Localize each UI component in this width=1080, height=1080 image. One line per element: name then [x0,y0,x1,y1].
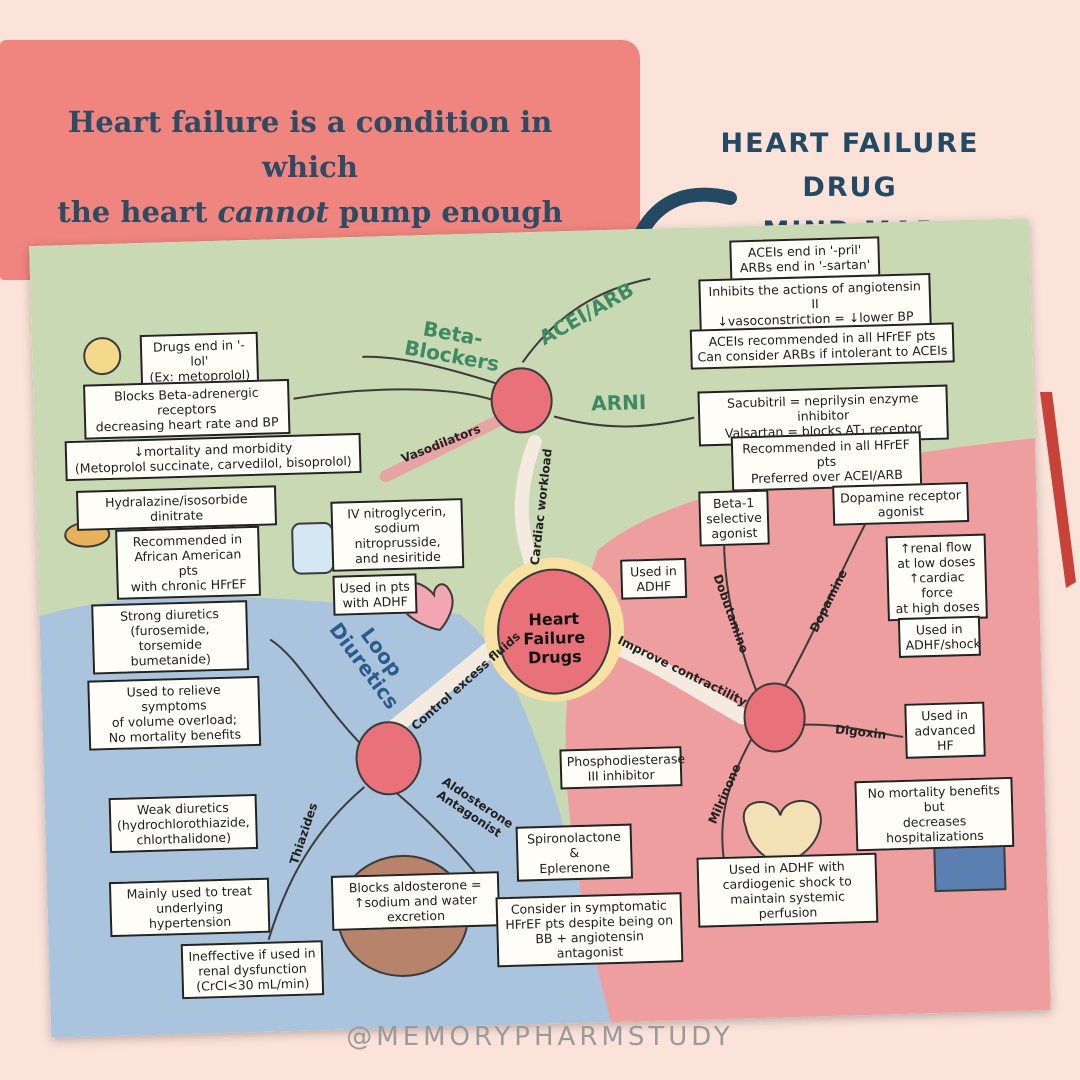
box-loop-use: Used to relieve symptoms of volume overl… [87,675,262,751]
box-thiazide-renal: Ineffective if used in renal dysfunction… [180,940,325,1000]
box-aldosterone-drugs: Spironolactone & Eplerenone [515,823,634,882]
box-digoxin-mortality: No mortality benefits but decreases hosp… [854,776,1015,852]
box-dopamine-dose: ↑renal flow at low doses ↑cardiac force … [885,533,988,622]
box-acei-recommendation: ACEIs recommended in all HFrEF pts Can c… [689,322,955,370]
heart-character-icon [355,721,422,796]
box-dopamine-use: Used in ADHF/shock [897,615,981,658]
center-label: Heart Failure Drugs [506,608,604,668]
branch-arni: ARNI [590,389,647,416]
box-iv-vasodilators-use: Used in pts with ADHF [332,573,418,616]
box-aldosterone-use: Consider in symptomatic HFrEF pts despit… [495,892,684,968]
title-line-1: HEART FAILURE DRUG [720,128,980,203]
pencil-icon [1040,392,1076,588]
box-acei-suffix: ACEIs end in '-pril' ARBs end in '-sarta… [729,236,881,281]
box-iv-vasodilators: IV nitroglycerin, sodium nitroprusside, … [330,498,465,572]
box-thiazide-weak: Weak diuretics (hydrochlorothiazide, chl… [108,793,259,854]
box-dobutamine-use: Used in ADHF [620,557,688,600]
box-digoxin-use: Used in advanced HF [904,701,986,759]
box-milrinone-mechanism: Phosphodiesterase III inhibitor [559,746,685,790]
center-heart-icon [497,568,612,695]
banner-line-2: the heart cannot pump enough [57,195,563,229]
box-loop-strong: Strong diuretics (furosemide, torsemide … [91,600,250,675]
iv-bag-icon [291,521,335,575]
footer-handle: @MEMORYPHARMSTUDY [346,1022,734,1052]
heart-character-icon [490,367,553,434]
box-thiazide-use: Mainly used to treat underlying hyperten… [108,877,271,938]
box-bb-mortality: ↓mortality and morbidity (Metoprolol suc… [64,432,362,482]
laughing-emoji-icon [83,337,122,376]
box-arni-recommendation: Recommended in all HFrEF pts Preferred o… [730,431,923,492]
box-dobutamine-mechanism: Beta-1 selective agonist [698,489,770,547]
box-hydralazine-use: Recommended in African American pts with… [115,525,261,600]
box-hydralazine: Hydralazine/isosorbide dinitrate [75,485,278,531]
banner-line-1: Heart failure is a condition in which [67,105,553,184]
box-milrinone-use: Used in ADHF with cardiogenic shock to m… [696,852,879,928]
box-bb-mechanism: Blocks Beta-adrenergic receptors decreas… [83,378,291,440]
box-dopamine-mechanism: Dopamine receptor agonist [832,481,970,526]
mind-map-sheet: Beta- Blockers ACEI/ARB ARNI Loop Diuret… [29,218,1051,1038]
heart-character-icon [743,682,806,753]
center-line-3: Drugs [527,646,582,668]
box-aldosterone-mechanism: Blocks aldosterone = ↑sodium and water e… [330,871,501,931]
